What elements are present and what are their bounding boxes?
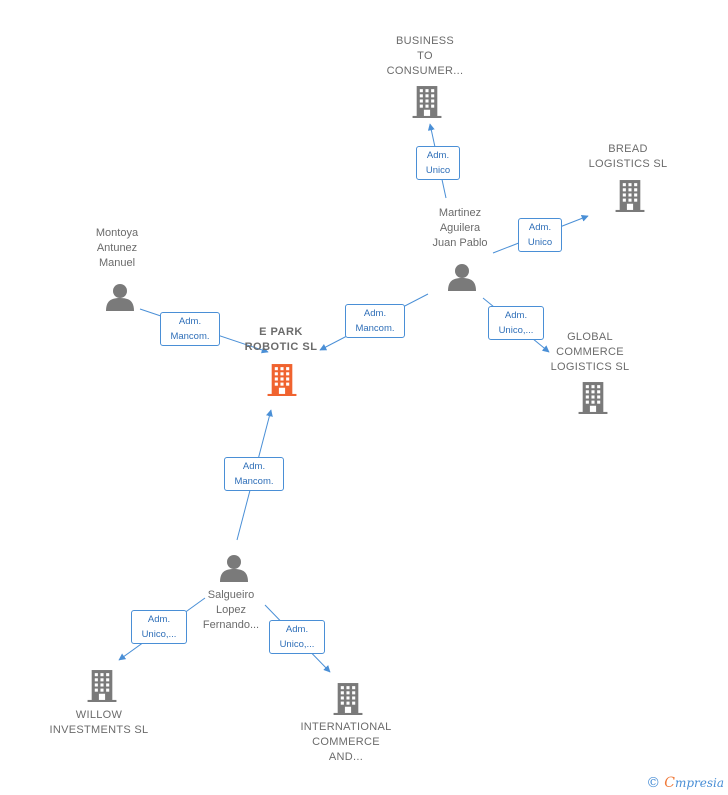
edge-label-adm-mancom-montoya[interactable]: Adm. Mancom. [160, 312, 220, 346]
willow-company-label[interactable]: WILLOW INVESTMENTS SL [49, 709, 149, 736]
brand-initial: C [664, 775, 675, 791]
martinez-person-label[interactable]: Martinez Aguilera Juan Pablo [432, 207, 488, 249]
edge-label-adm-mancom-salgueiro[interactable]: Adm. Mancom. [224, 457, 284, 491]
business-building-icon[interactable] [412, 86, 442, 118]
edge-label-adm-unico-global[interactable]: Adm. Unico,... [488, 306, 544, 340]
salgueiro-person-icon[interactable] [220, 555, 248, 582]
willow-building-icon[interactable] [87, 670, 117, 702]
global-company-label[interactable]: GLOBAL COMMERCE LOGISTICS SL [550, 331, 630, 373]
salgueiro-person-label[interactable]: Salgueiro Lopez Fernando... [202, 589, 260, 631]
bread-company-label[interactable]: BREAD LOGISTICS SL [588, 143, 668, 170]
bread-building-icon[interactable] [615, 180, 645, 212]
international-company-label[interactable]: INTERNATIONAL COMMERCE AND... [300, 721, 392, 763]
edge-label-adm-unico-willow[interactable]: Adm. Unico,... [131, 610, 187, 644]
edge-label-adm-mancom-martinez[interactable]: Adm. Mancom. [345, 304, 405, 338]
global-building-icon[interactable] [578, 382, 608, 414]
business-company-label[interactable]: BUSINESS TO CONSUMER... [386, 35, 464, 77]
empresia-watermark: ©Cmpresia [646, 775, 724, 791]
copyright-icon: © [646, 775, 661, 791]
martinez-person-icon[interactable] [448, 264, 476, 291]
montoya-person-label[interactable]: Montoya Antunez Manuel [95, 227, 139, 269]
main-company-label[interactable]: E PARK ROBOTIC SL [244, 326, 318, 353]
edge-label-adm-unico-bread[interactable]: Adm. Unico [518, 218, 562, 252]
main-company-building-icon[interactable] [267, 364, 297, 396]
montoya-person-icon[interactable] [106, 284, 134, 311]
edge-label-adm-unico-international[interactable]: Adm. Unico,... [269, 620, 325, 654]
brand-name: mpresia [674, 776, 724, 790]
edge-label-adm-unico-business[interactable]: Adm. Unico [416, 146, 460, 180]
international-building-icon[interactable] [333, 683, 363, 715]
